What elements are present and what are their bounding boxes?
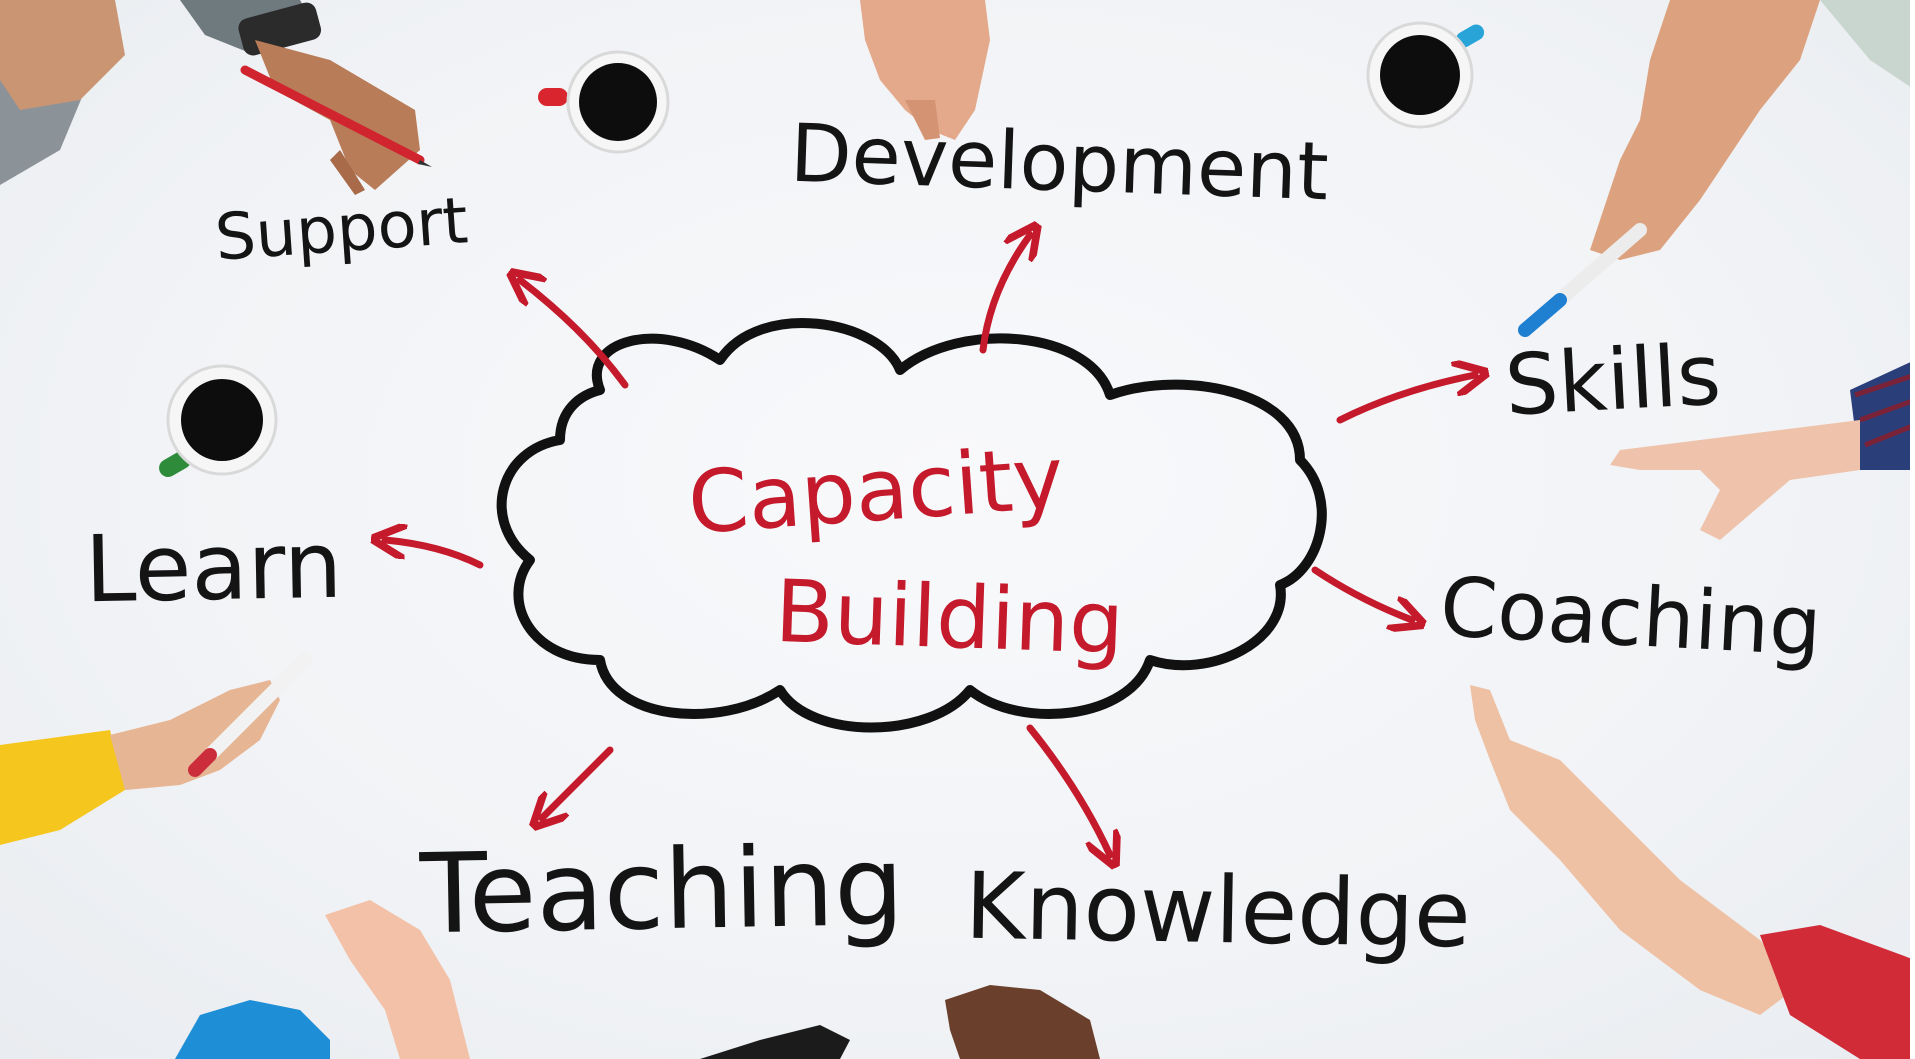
center-title-line2: Building [773,561,1126,675]
arrow-to-learn [385,540,484,569]
arrow-to-skills [1336,375,1475,424]
arrow-to-development [979,235,1030,354]
arrow-to-knowledge [1026,724,1110,855]
cloud-outline [496,318,1327,733]
arrow-to-coaching [1311,566,1412,620]
word-development: Development [788,106,1331,219]
word-support: Support [212,184,471,276]
word-skills: Skills [1502,325,1724,435]
hand-top-center [860,0,990,140]
hand-bottom-center [700,985,1100,1059]
hand-top-right [1518,0,1915,337]
word-teaching: Teaching [418,821,905,959]
hand-bottom-right [1470,685,1915,1059]
coffee-cup-top-right [1366,21,1485,129]
coffee-cup-top-left [538,50,670,154]
arrow-to-teaching [542,746,614,818]
hand-right [1610,360,1915,540]
word-learn: Learn [84,511,344,624]
word-knowledge: Knowledge [964,852,1472,969]
red-pencil [240,65,432,167]
word-coaching: Coaching [1437,560,1824,675]
center-title-line1: Capacity [684,428,1067,554]
coffee-cup-left [159,364,278,477]
image-edge [1910,0,1915,1059]
arrow-to-support [520,280,629,389]
hand-bottom-left [175,900,470,1059]
hand-left-lower [0,653,312,845]
